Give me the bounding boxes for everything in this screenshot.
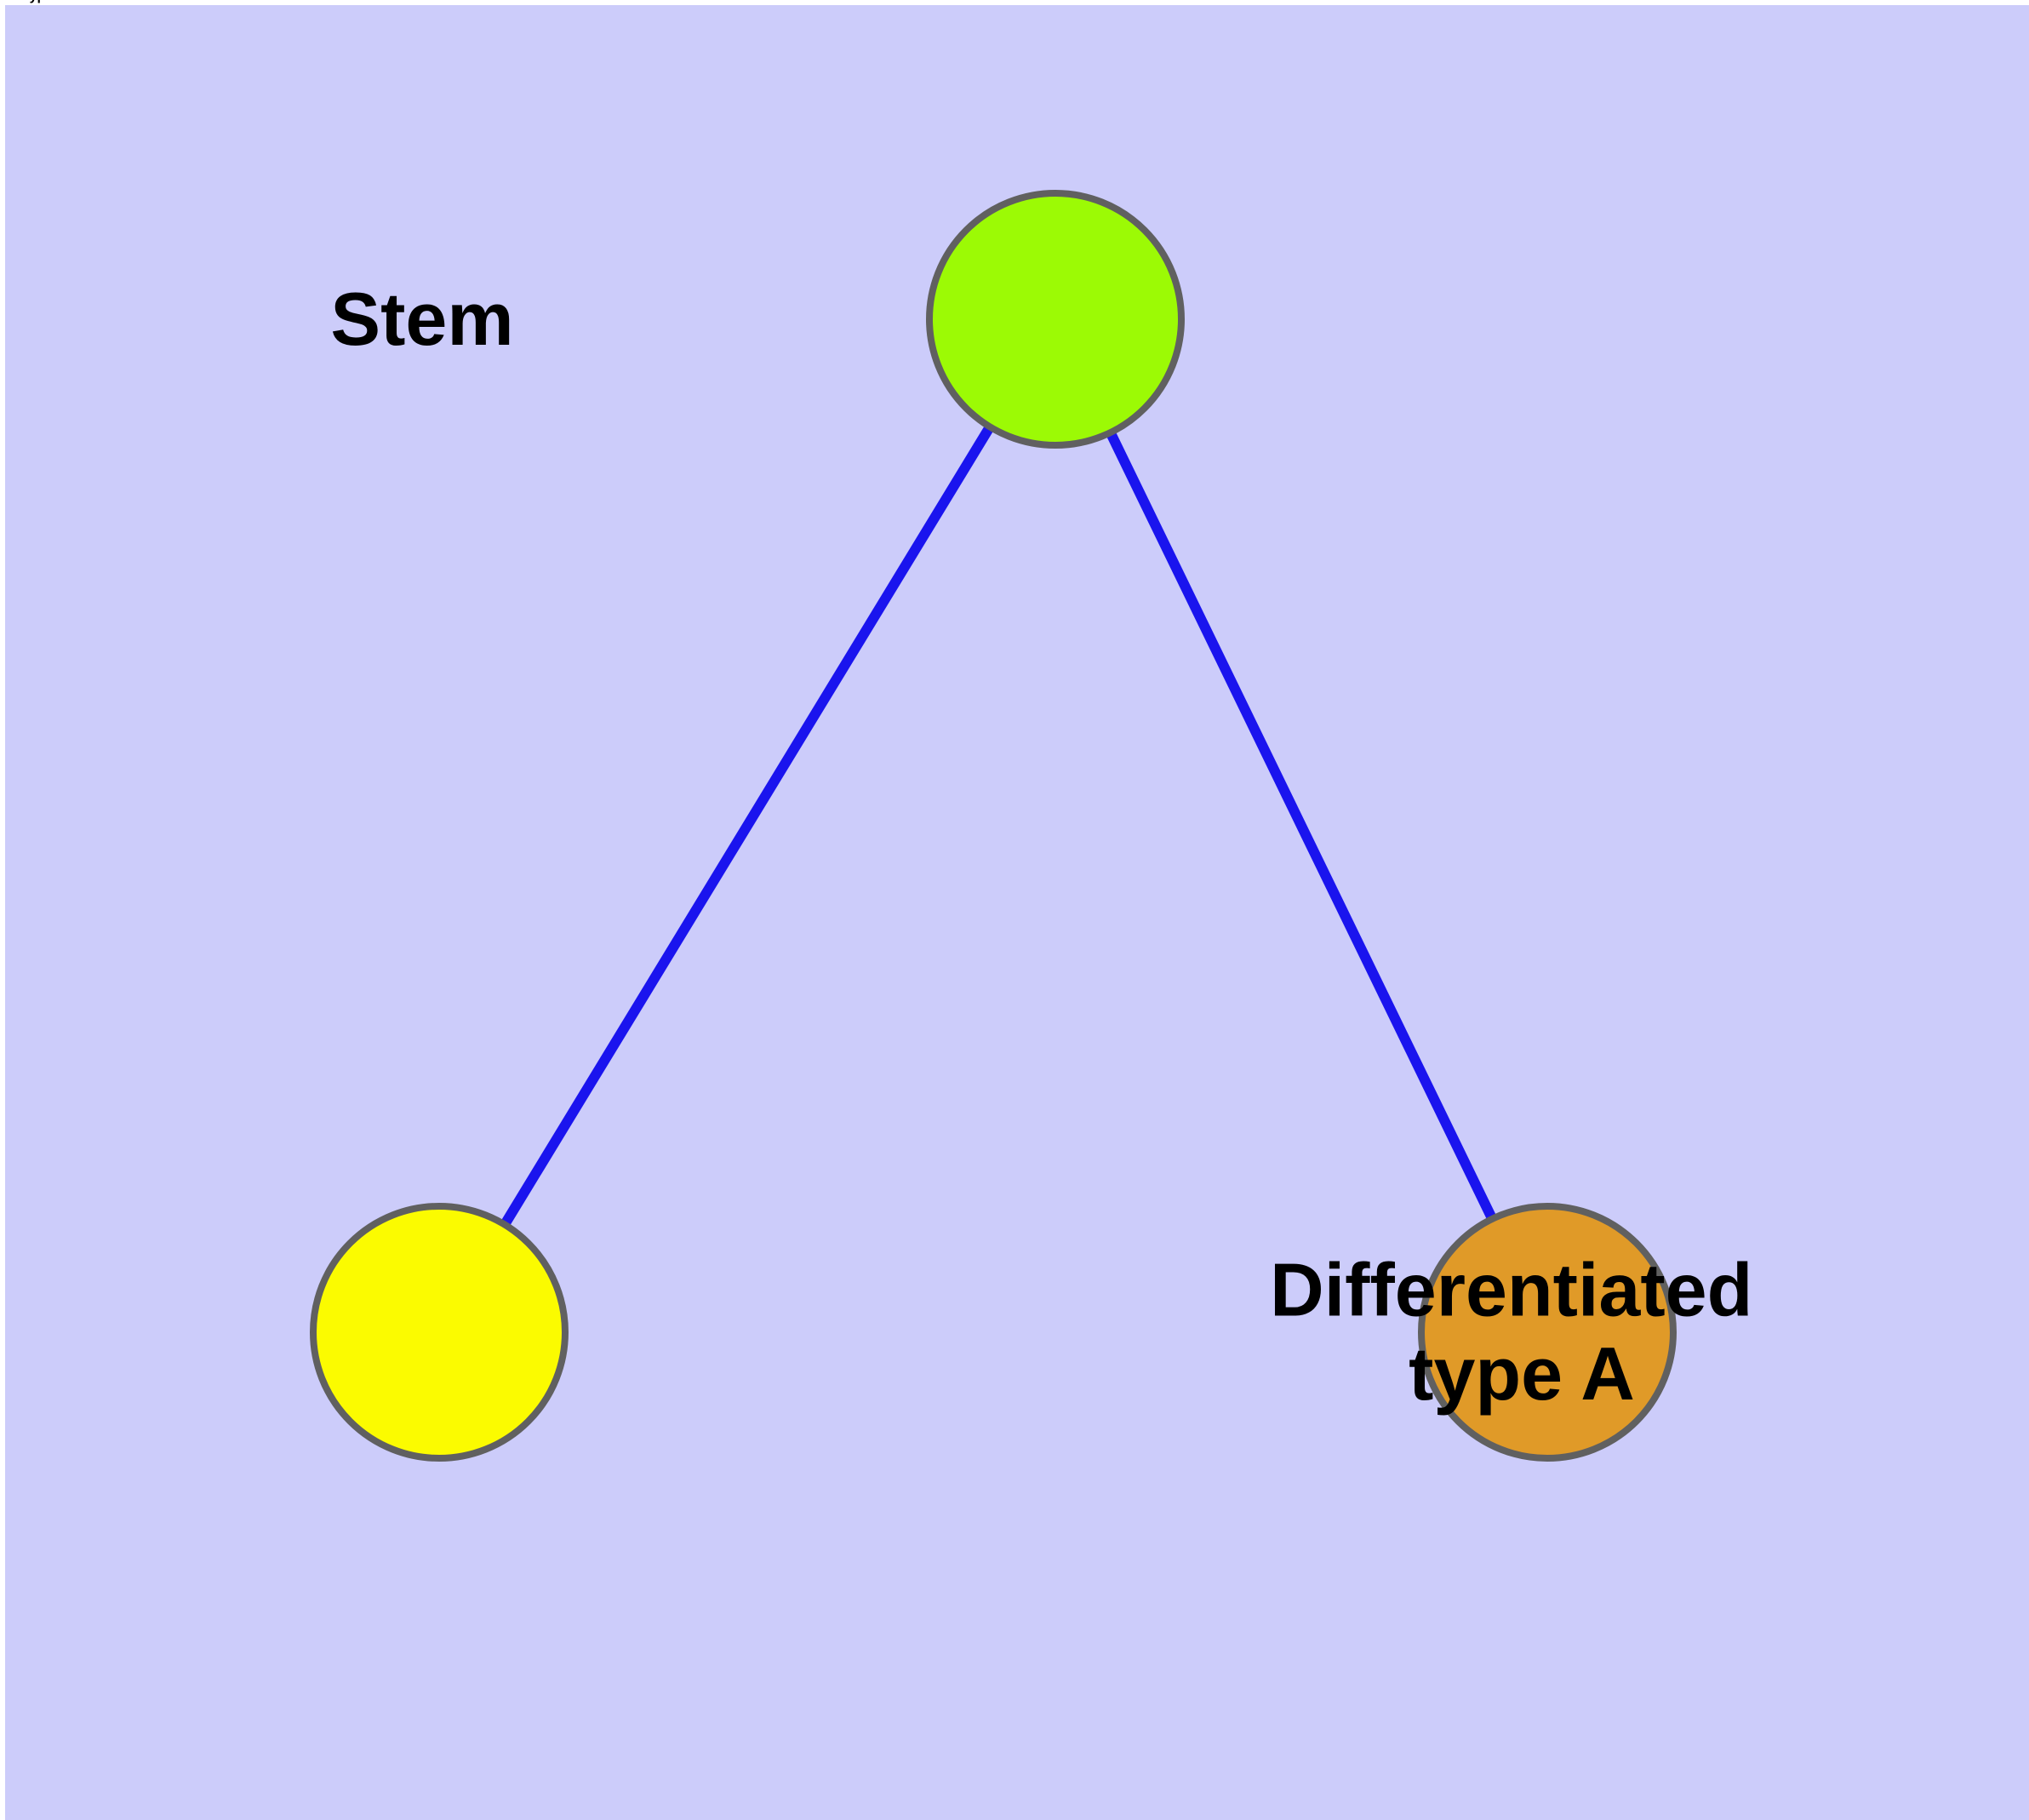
node-label-stem: Stem	[330, 277, 513, 361]
edge-stem-to-differentiated-a[interactable]	[434, 316, 1060, 1336]
node-label-differentiated-a: Differentiated type A	[1270, 1248, 1774, 1417]
edge-stem-to-differentiated-b[interactable]	[1050, 317, 1552, 1335]
node-circle-stem[interactable]	[926, 190, 1185, 449]
node-circle-differentiated-b[interactable]	[1418, 1203, 1677, 1462]
node-label-differentiated-b-line-1: Differentiated	[0, 0, 21, 3]
node-layer	[310, 190, 1677, 1462]
node-label-differentiated-b: Differentiated type B	[0, 0, 66, 3]
node-label-differentiated-b-line-2: type B	[25, 0, 66, 3]
label-layer: Stem Differentiated type A Differentiate…	[0, 0, 1774, 1417]
edge-layer	[434, 316, 1552, 1336]
node-label-differentiated-a-line-2: type A	[1409, 1331, 1635, 1416]
node-label-stem-line-1: Stem	[330, 277, 513, 361]
node-circle-differentiated-a[interactable]	[310, 1203, 569, 1462]
node-label-differentiated-a-line-1: Differentiated	[1270, 1248, 1752, 1332]
